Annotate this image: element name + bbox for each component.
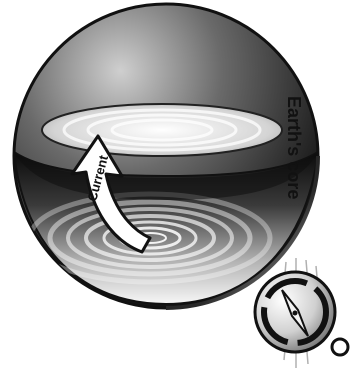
core-top-cap [42, 104, 282, 156]
earths-core-label: Earth's core [284, 96, 304, 199]
compass-icon [255, 258, 348, 368]
compass-ring-loop [332, 339, 348, 355]
compass-pivot [293, 311, 298, 316]
earth-sphere [14, 4, 318, 308]
core-cutaway [14, 104, 318, 304]
